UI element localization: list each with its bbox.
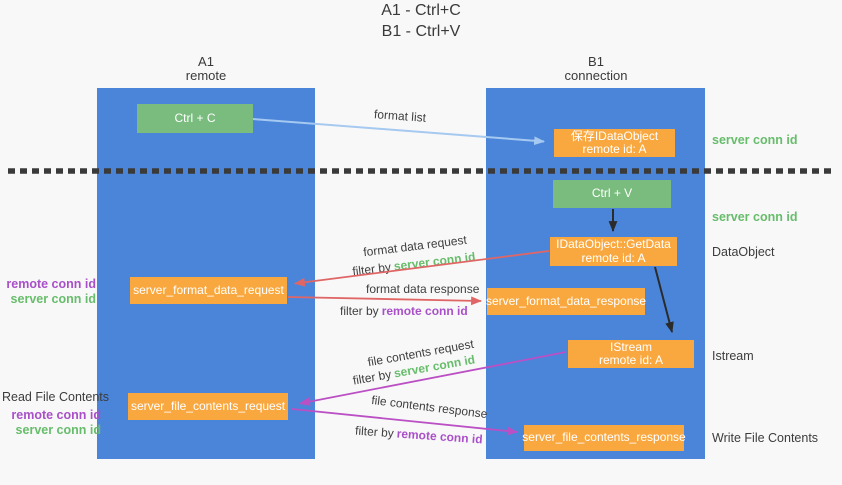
lane-a-subtitle: remote xyxy=(185,68,227,83)
server-conn-id-label: server conn id xyxy=(10,292,96,306)
left-file-annotations: Read File Contents remote conn id server… xyxy=(2,390,110,438)
lane-b-name: B1 xyxy=(588,54,604,69)
diagram-title-line2: B1 - Ctrl+V xyxy=(381,23,461,40)
remote-conn-id-key: remote conn id xyxy=(381,304,468,318)
filter-by-text: filter by xyxy=(340,304,379,318)
node-istream-line2: remote id: A xyxy=(598,353,664,367)
filter-by-text: filter by xyxy=(354,423,395,441)
right-server-conn-id-mid: server conn id xyxy=(712,210,798,224)
left-format-conn-ids: remote conn id server conn id xyxy=(4,277,96,307)
remote-conn-id-key: remote conn id xyxy=(396,426,484,447)
node-ctrl-v: Ctrl + V xyxy=(553,180,671,208)
lane-b-header: B1 connection xyxy=(536,55,656,83)
node-server-format-data-response-label: server_format_data_response xyxy=(485,293,647,308)
server-conn-id-label: server conn id xyxy=(15,423,101,437)
right-server-conn-id-top: server conn id xyxy=(712,133,798,147)
node-istream-line1: IStream xyxy=(609,339,652,354)
node-server-format-data-request-label: server_format_data_request xyxy=(133,282,284,297)
node-server-file-contents-response: server_file_contents_response xyxy=(522,425,686,451)
node-idataobject-getdata: IDataObject::GetData remote id: A xyxy=(550,237,677,266)
lane-b-subtitle: connection xyxy=(564,68,628,83)
write-file-contents-label: Write File Contents xyxy=(712,431,819,445)
remote-conn-id-label: remote conn id xyxy=(6,277,96,291)
node-server-file-contents-request: server_file_contents_request xyxy=(128,393,288,420)
node-server-format-data-response: server_format_data_response xyxy=(485,288,647,315)
node-server-file-contents-request-label: server_file_contents_request xyxy=(130,398,286,413)
lane-a-name: A1 xyxy=(198,54,214,69)
node-ctrl-c: Ctrl + C xyxy=(137,104,253,133)
arrow-format-data-response xyxy=(287,296,483,306)
node-server-format-data-request: server_format_data_request xyxy=(130,277,287,304)
node-save-idataobject-line2: remote id: A xyxy=(582,142,647,156)
node-ctrl-c-label: Ctrl + C xyxy=(174,110,216,125)
node-istream: IStream remote id: A xyxy=(568,340,694,368)
edge-label-format-data-response: format data response xyxy=(366,282,480,296)
edge-label-file-contents-response: file contents response xyxy=(370,392,489,422)
node-idataobject-getdata-line1: IDataObject::GetData xyxy=(556,237,671,251)
node-save-idataobject: 保存IDataObject remote id: A xyxy=(554,129,675,157)
filter-by-text: filter by xyxy=(351,259,392,279)
node-ctrl-v-label: Ctrl + V xyxy=(591,186,633,201)
filter-by-text: filter by xyxy=(351,367,393,388)
dataobject-label: DataObject xyxy=(712,245,775,259)
diagram-title: A1 - Ctrl+C B1 - Ctrl+V xyxy=(0,0,842,42)
diagram-title-line1: A1 - Ctrl+C xyxy=(381,2,461,19)
istream-label: Istream xyxy=(712,349,754,363)
node-save-idataobject-line1: 保存IDataObject xyxy=(570,128,659,143)
edge-label-format-list: format list xyxy=(373,107,427,125)
lane-a-header: A1 remote xyxy=(146,55,266,83)
remote-conn-id-label: remote conn id xyxy=(11,408,101,422)
node-server-file-contents-response-label: server_file_contents_response xyxy=(522,430,686,445)
node-idataobject-getdata-line2: remote id: A xyxy=(581,250,646,265)
read-file-contents-label: Read File Contents xyxy=(2,390,110,404)
